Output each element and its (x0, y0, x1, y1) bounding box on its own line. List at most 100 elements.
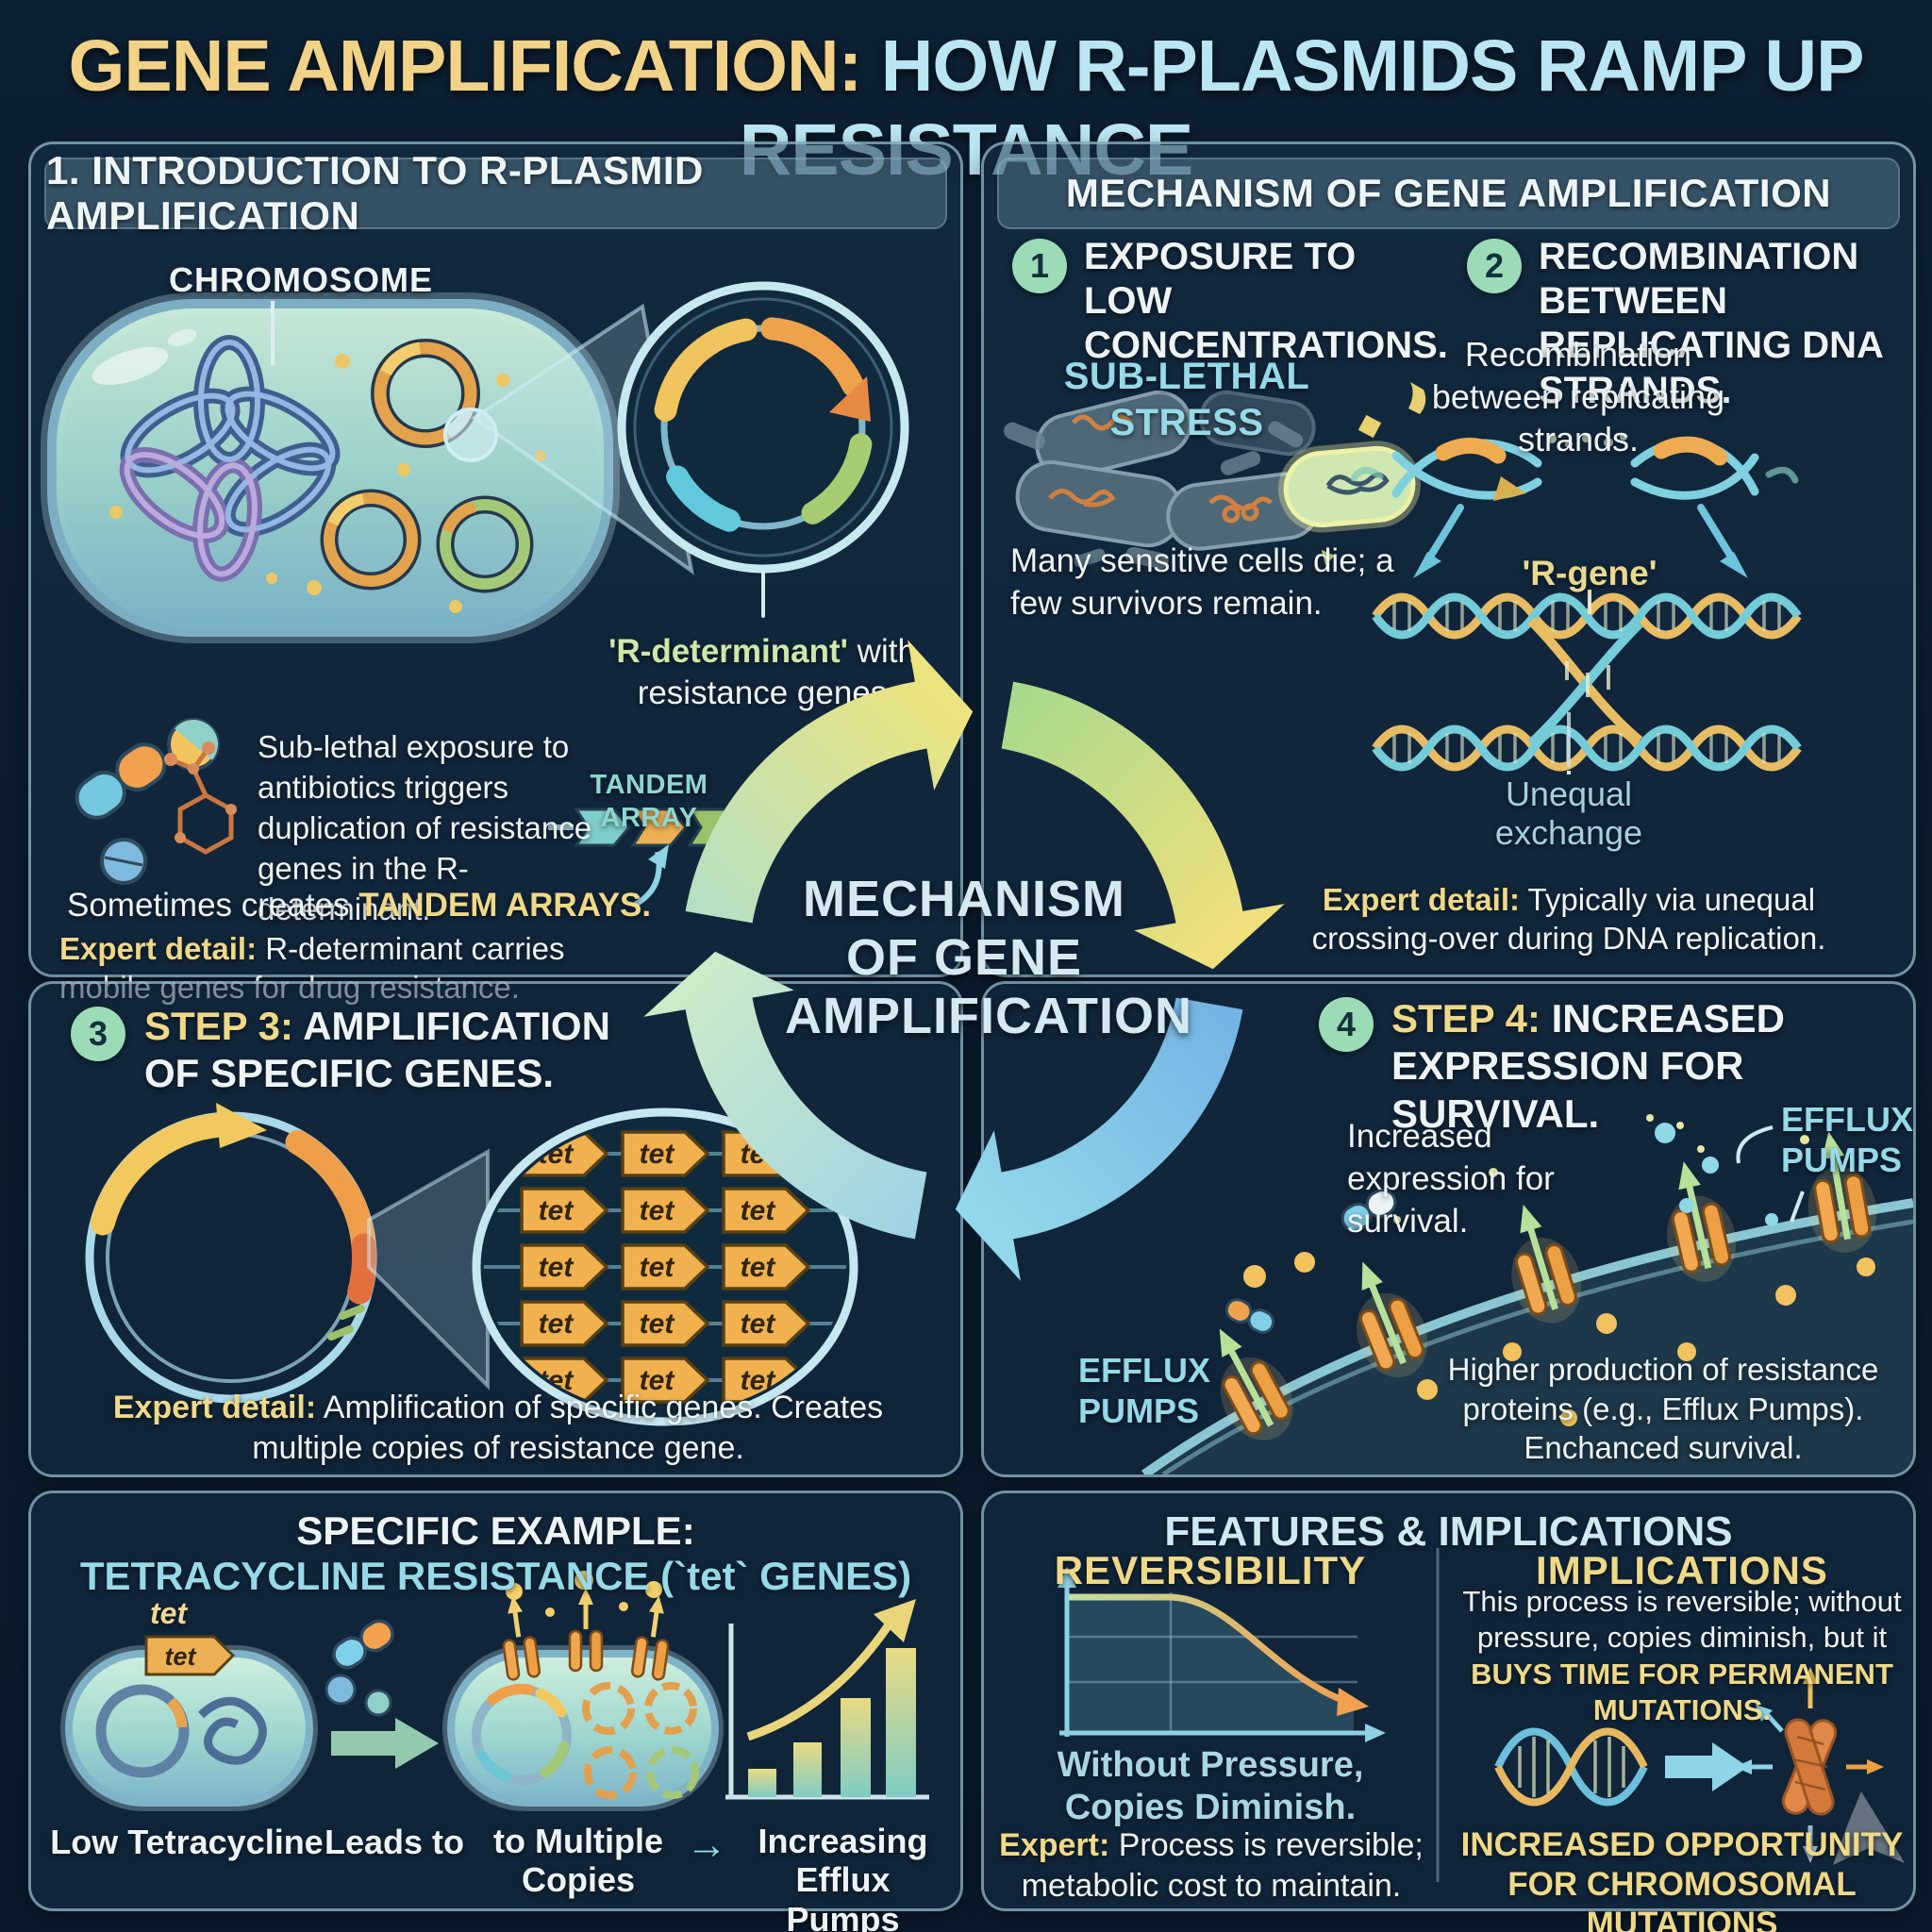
step4-illustration (1141, 1114, 1913, 1474)
step4-title: STEP 4: INCREASED EXPRESSION FOR SURVIVA… (1391, 995, 1906, 1138)
sometimes-prefix: Sometimes creates (67, 887, 359, 924)
increasing-pumps-chart (725, 1599, 929, 1800)
efflux-pointer-tick (1790, 1191, 1805, 1223)
svg-text:tet: tet (741, 1195, 777, 1226)
svg-text:tet: tet (640, 1308, 676, 1340)
efflux-pumps-label-right: EFFLUX PUMPS (1781, 1100, 1913, 1180)
r-determinant-label-mid: with (847, 633, 916, 670)
step4-title-rest: INCREASED EXPRESSION FOR SURVIVAL. (1391, 996, 1785, 1136)
r-determinant-plasmid (654, 317, 873, 618)
features-illustration (1058, 1548, 1905, 1882)
step4-caption: Increased expression for survival. (1347, 1118, 1555, 1240)
svg-text:tet: tet (741, 1308, 777, 1340)
step1-subtitle: SUB-LETHAL STRESS (1063, 356, 1310, 443)
implications-footer: INCREASED OPPORTUNITY FOR CHROMOSOMAL MU… (1460, 1826, 1904, 1932)
svg-text:tet: tet (640, 1252, 676, 1283)
unequal-exchange-line2: exchange (1494, 813, 1643, 853)
svg-text:tet: tet (741, 1252, 777, 1283)
cellA-tet-tag: tet (165, 1642, 197, 1671)
example-illustration: tet (60, 1571, 929, 1811)
membrane-outer (1141, 1198, 1913, 1474)
mechanism-expert-text: Typically via unequal crossing-over duri… (1311, 882, 1826, 957)
sublethal-exposure-text: Sub-lethal exposure to antibiotics trigg… (258, 729, 592, 926)
unequal-exchange-line1: Unequal (1505, 774, 1633, 813)
cycle-line3: AMPLIFICATION (785, 988, 1192, 1045)
efflux-pointer-line (1736, 1125, 1774, 1164)
mechanism-expert-label: Expert detail: (1322, 882, 1520, 917)
caption-arrow: → (686, 1822, 727, 1868)
stressed-bacteria-cluster (1004, 382, 1426, 570)
caption-multiple-copies: to Multiple Copies (493, 1822, 663, 1900)
step4-number-badge: 4 (1319, 997, 1374, 1052)
features-expert-text: Process is reversible; metabolic cost to… (1021, 1827, 1424, 1904)
chromosome-label: CHROMOSOME (169, 260, 433, 299)
panel-mechanism: MECHANISM OF GENE AMPLIFICATION (981, 142, 1916, 977)
panel-mechanism-header: MECHANISM OF GENE AMPLIFICATION (997, 158, 1900, 229)
dna-icon (1494, 1727, 1648, 1807)
cell-low-tetracycline: tet (60, 1635, 318, 1811)
caption-low-tetracycline: Low Tetracycline (50, 1823, 324, 1861)
features-header: FEATURES & IMPLICATIONS (1164, 1508, 1733, 1555)
plasmid-with-arrow (85, 1103, 377, 1404)
antibiotic-pills-icon (75, 718, 237, 885)
implications-highlight: BUYS TIME FOR PERMANENT MUTATIONS. (1471, 1657, 1893, 1727)
intro-expert-label: Expert detail: (59, 931, 258, 966)
mechanism-expert-detail: Expert detail: Typically via unequal cro… (1295, 880, 1842, 958)
mechanism-illustration (1004, 382, 1913, 774)
features-expert-label: Expert: (999, 1827, 1110, 1863)
leads-to-arrow (331, 1718, 439, 1769)
reversibility-caption-line1: Without Pressure, (1057, 1745, 1364, 1785)
example-title-line1: SPECIFIC EXAMPLE: (296, 1508, 695, 1553)
step3-expert-detail: Expert detail: Amplification of specific… (88, 1388, 908, 1469)
replication-forks (1350, 433, 1799, 578)
arrow-icon (1665, 1742, 1748, 1791)
tandem-array-label: TANDEM ARRAY (590, 770, 708, 834)
watermark-shape (1833, 1791, 1905, 1865)
expelled-dots (506, 1571, 662, 1617)
svg-text:tet: tet (539, 1195, 575, 1226)
panel-introduction: 1. INTRODUCTION TO R-PLASMID AMPLIFICATI… (28, 142, 963, 1005)
chromosome-mutation-icon (1735, 1667, 1884, 1863)
reversibility-caption: Without Pressure, Copies Diminish. (1022, 1744, 1399, 1829)
svg-text:tet: tet (539, 1252, 575, 1283)
cell-multiple-copies (442, 1571, 724, 1811)
antibiotic-dots-inside (1243, 1252, 1875, 1426)
reversibility-caption-line2: Copies Diminish. (1064, 1787, 1357, 1827)
step3-expert-label: Expert detail: (112, 1390, 317, 1425)
chromosome-icon (119, 335, 341, 582)
step3-title: STEP 3: AMPLIFICATION OF SPECIFIC GENES. (144, 1003, 616, 1098)
implications-paragraph: This process is reversible; without pres… (1460, 1584, 1904, 1729)
step2-number-badge: 2 (1467, 239, 1522, 293)
tet-gene-italic-label: tet (150, 1596, 188, 1630)
panel-introduction-header: 1. INTRODUCTION TO R-PLASMID AMPLIFICATI… (44, 148, 947, 238)
introduction-illustration (41, 281, 909, 908)
reversibility-title: REVERSIBILITY (1054, 1548, 1367, 1592)
example-title-line2: TETRACYCLINE RESISTANCE (`tet` GENES) (79, 1554, 912, 1598)
zoom-cone (367, 1148, 490, 1391)
dna-recombination (1375, 590, 1798, 774)
r-gene-label: 'R-gene' (1522, 554, 1657, 592)
tetracycline-pills-icon (325, 1619, 394, 1717)
cytoplasm-dots (109, 354, 546, 613)
panel-example: tet (28, 1491, 963, 1932)
step3-expert-text: Amplification of specific genes. Creates… (252, 1390, 884, 1466)
cycle-line2: OF GENE (845, 929, 1083, 987)
step2-subtitle: Recombination between replicating strand… (1431, 335, 1725, 458)
sometimes-highlight: TANDEM ARRAYS. (358, 887, 652, 924)
step1-title: EXPOSURE TO LOW CONCENTRATIONS. (1084, 236, 1448, 367)
svg-text:tet: tet (539, 1308, 575, 1340)
svg-text:tet: tet (640, 1195, 676, 1226)
implications-title: IMPLICATIONS (1536, 1548, 1828, 1592)
svg-text:tet: tet (640, 1139, 676, 1170)
step3-title-rest: AMPLIFICATION OF SPECIFIC GENES. (144, 1004, 610, 1096)
step4-description: Higher production of resistance proteins… (1447, 1352, 1879, 1466)
svg-text:tet: tet (640, 1365, 676, 1396)
panel-step4: 4 STEP 4: INCREASED EXPRESSION FOR SURVI… (981, 981, 1916, 1477)
implications-text: This process is reversible; without pres… (1462, 1585, 1902, 1655)
step3-title-highlight: STEP 3: (144, 1004, 293, 1048)
spark-icon (1408, 382, 1426, 414)
features-expert: Expert: Process is reversible; metabolic… (999, 1825, 1424, 1906)
